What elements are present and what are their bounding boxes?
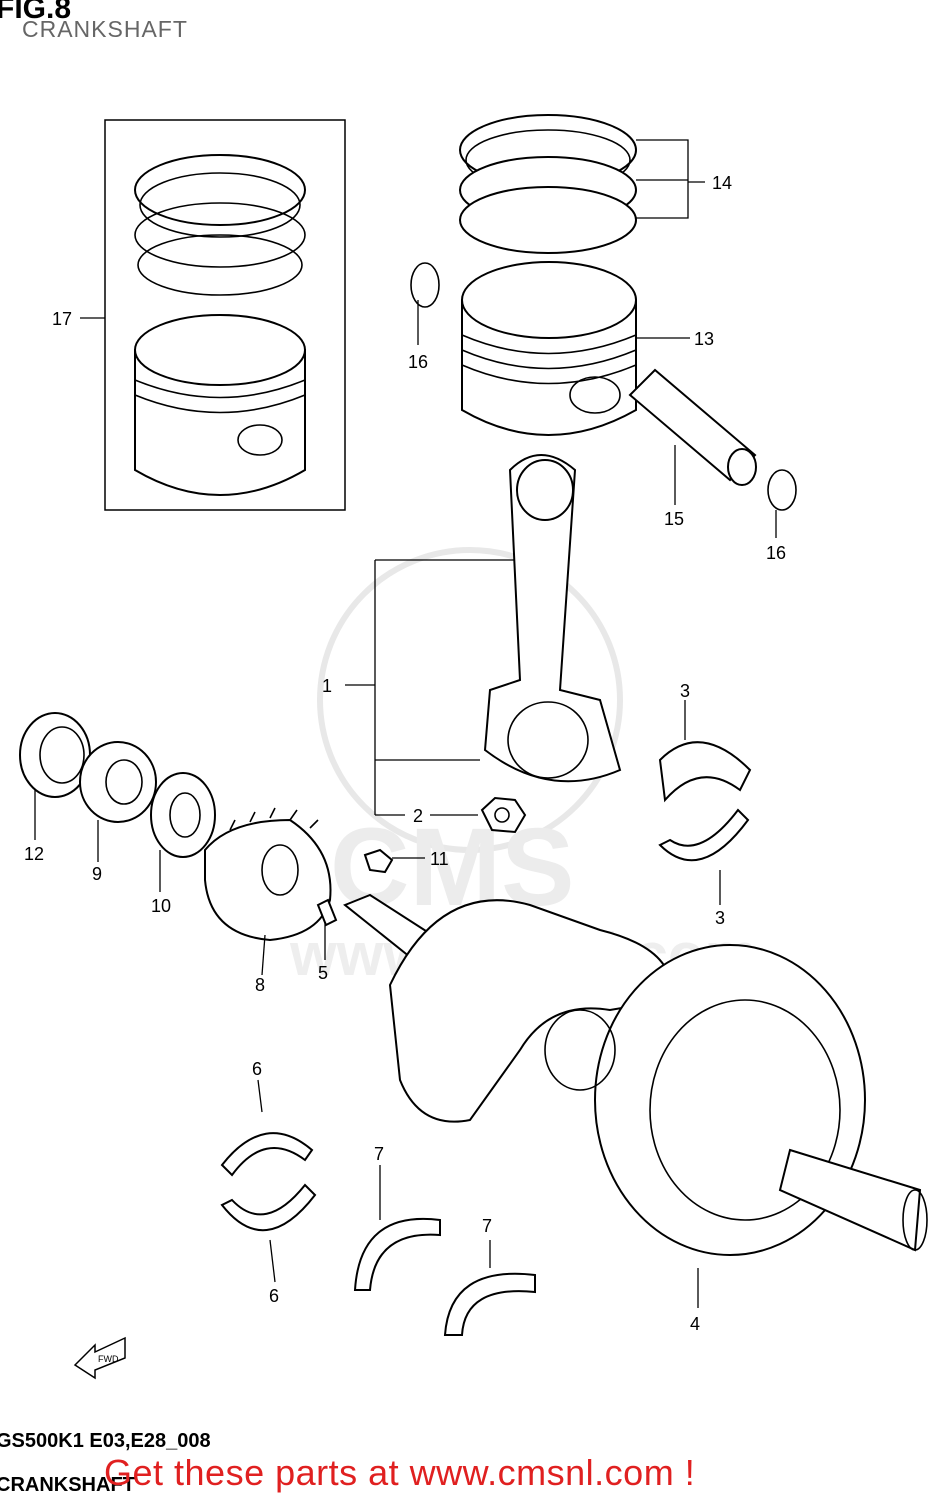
footer-subtitle: CRANKSHAFT [0,1474,135,1496]
part-7-thrust-washer-right [443,1272,536,1336]
part-6-bearing-upper [220,1132,314,1177]
part-8-gear [204,807,332,942]
callout-numbers: 1 2 3 3 4 5 6 6 7 7 8 9 10 11 12 13 14 1… [24,173,786,1334]
part-14-piston-rings [459,114,637,254]
figure-title: CRANKSHAFT [22,16,188,42]
part-16-circlip-right [767,469,797,511]
callout-13: 13 [694,329,714,349]
callout-2: 2 [413,806,423,826]
callout-17: 17 [52,309,72,329]
part-15-piston-pin [628,368,757,486]
callout-14: 14 [712,173,732,193]
callout-4: 4 [690,1314,700,1334]
leader-lines [34,139,777,1308]
part-3-bearing-lower [658,808,750,862]
callout-3-upper: 3 [680,681,690,701]
callout-12: 12 [24,844,44,864]
fwd-label: FWD [98,1354,119,1364]
part-6-bearing-lower [220,1183,317,1231]
part-10-washer [150,772,216,858]
promo-link[interactable]: Get these parts at www.cmsnl.com ! [104,1452,696,1493]
callout-6-upper: 6 [252,1059,262,1079]
part-1-connecting-rod [483,454,622,783]
part-9-spacer [79,741,157,823]
figure-label: FIG.8 [0,0,72,25]
callout-16-top: 16 [408,352,428,372]
callout-10: 10 [151,896,171,916]
part-5-pin [316,898,338,927]
callout-1: 1 [322,676,332,696]
part-2-nut [480,796,527,834]
callout-7-left: 7 [374,1144,384,1164]
callout-11: 11 [430,849,449,869]
callout-15: 15 [664,509,684,529]
callout-7-right: 7 [482,1216,492,1236]
part-13-piston [461,261,637,436]
callout-8: 8 [255,975,265,995]
part-7-thrust-washer-left [353,1217,441,1291]
part-11-key [363,848,394,874]
part-4-crankshaft [343,893,928,1256]
callout-9: 9 [92,864,102,884]
model-code: GS500K1 E03,E28_008 [0,1430,211,1452]
callout-16-right: 16 [766,543,786,563]
part-3-bearing-upper [658,741,752,803]
fwd-arrow-icon: FWD [73,1336,126,1380]
callout-5: 5 [318,963,328,983]
part-17-piston-set [104,119,346,511]
callout-6-lower: 6 [269,1286,279,1306]
callout-3-lower: 3 [715,908,725,928]
part-16-circlip-top [410,262,440,308]
